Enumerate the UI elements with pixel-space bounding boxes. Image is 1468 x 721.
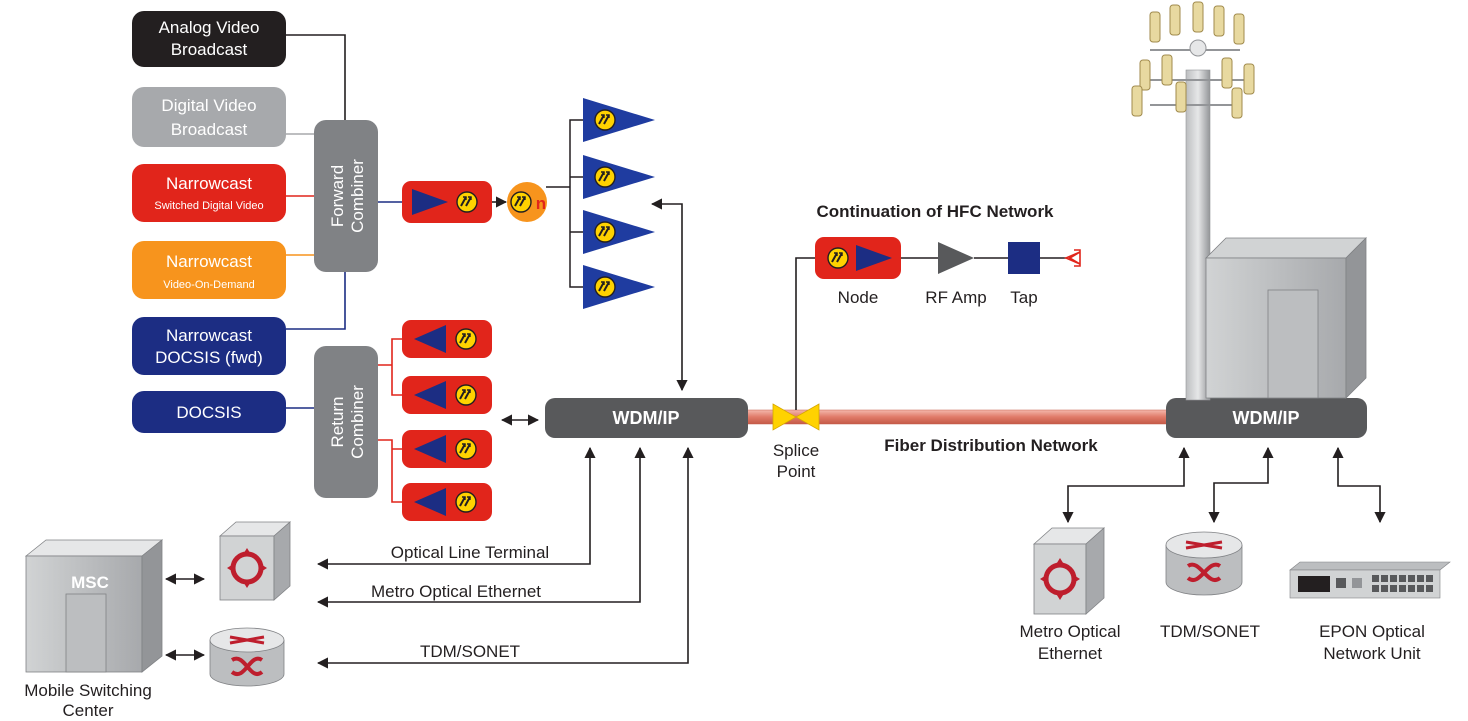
splice-label-line1: Splice: [773, 441, 819, 460]
wdm-right-label: WDM/IP: [1233, 408, 1300, 428]
splitter-mark: n: [536, 194, 546, 213]
analog-line2: Broadcast: [171, 40, 248, 59]
shelter-building-icon: [1205, 237, 1367, 399]
rf-amp-label: RF Amp: [925, 288, 986, 307]
cell-tower-icon: [1131, 1, 1255, 401]
fiber-distribution-label: Fiber Distribution Network: [884, 436, 1098, 455]
tdm-device-line1: TDM/SONET: [1160, 622, 1260, 641]
optical-splitter-icon: n: [507, 182, 547, 222]
wdm-ip-left: WDM/IP: [545, 398, 748, 438]
digital-video-broadcast-box: Digital Video Broadcast: [132, 87, 286, 147]
tdm-router-icon: [209, 627, 285, 687]
digital-line1: Digital Video: [161, 96, 256, 115]
olt-label: Optical Line Terminal: [391, 543, 549, 562]
wdm-ip-right: WDM/IP: [1166, 398, 1367, 438]
splice-point-icon: [772, 403, 820, 431]
narrowcast-docsis-box: Narrowcast DOCSIS (fwd): [132, 317, 286, 375]
return-tx-icon-2: [402, 376, 492, 414]
return-tx-icon-3: [402, 430, 492, 468]
node-icon: [815, 237, 901, 279]
return-combiner: Return Combiner: [314, 346, 378, 498]
return-combiner-line1: Return: [328, 396, 347, 447]
drop-end-icon: [1063, 249, 1081, 267]
hfc-title: Continuation of HFC Network: [816, 202, 1054, 221]
tdm-label: TDM/SONET: [420, 642, 520, 661]
metro-ethernet-router-icon: [1032, 527, 1106, 615]
narrowcast-vod-box: Narrowcast Video-On-Demand: [132, 241, 286, 299]
return-tree: [378, 338, 402, 503]
receiver-icon-4: [583, 265, 655, 309]
forward-combiner: Forward Combiner: [314, 120, 378, 272]
splice-label-line2: Point: [777, 462, 816, 481]
return-combiner-line2: Combiner: [348, 385, 367, 459]
receiver-icon-2: [583, 155, 655, 199]
msc-caption-line2: Center: [62, 701, 113, 720]
node-label: Node: [838, 288, 879, 307]
epon-device-line2: Network Unit: [1323, 644, 1421, 663]
splitter-tree: [546, 119, 583, 288]
hfc-drop-line: [795, 257, 815, 410]
metro-device-line2: Ethernet: [1038, 644, 1103, 663]
epon-onu-icon: [1289, 561, 1451, 599]
forward-transmitter-icon: [402, 181, 492, 223]
return-tx-icon-1: [402, 320, 492, 358]
return-tx-icon-4: [402, 483, 492, 521]
forward-combiner-line2: Combiner: [348, 159, 367, 233]
analog-line1: Analog Video: [159, 18, 260, 37]
docsis-line1: DOCSIS: [176, 403, 241, 422]
ndocsis-line1: Narrowcast: [166, 326, 252, 345]
forward-receivers: [583, 98, 655, 309]
forward-combiner-line1: Forward: [328, 165, 347, 227]
bidirectional-arrows: [500, 198, 688, 426]
wdm-left-link-arrows: [164, 446, 694, 669]
narrowcast-sdv-box: Narrowcast Switched Digital Video: [132, 164, 286, 222]
tdm-sonet-router-icon: [1165, 531, 1243, 596]
tap-icon: [1008, 242, 1040, 274]
connector-lines: [286, 34, 346, 120]
vod-line2: Video-On-Demand: [163, 279, 255, 291]
olt-router-icon: [218, 521, 292, 601]
epon-device-line1: EPON Optical: [1319, 622, 1425, 641]
metro-label: Metro Optical Ethernet: [371, 582, 541, 601]
docsis-box: DOCSIS: [132, 391, 286, 433]
sdv-line1: Narrowcast: [166, 174, 252, 193]
sdv-line2: Switched Digital Video: [154, 200, 263, 212]
vod-line1: Narrowcast: [166, 252, 252, 271]
rf-amp-icon: [938, 242, 974, 274]
analog-video-broadcast-box: Analog Video Broadcast: [132, 11, 286, 67]
msc-building-icon: MSC: [24, 539, 164, 673]
wdm-left-label: WDM/IP: [613, 408, 680, 428]
metro-device-line1: Metro Optical: [1019, 622, 1120, 641]
wdm-right-link-arrows: [1062, 446, 1386, 524]
colored-connector-lines: [286, 133, 402, 409]
digital-line2: Broadcast: [171, 120, 248, 139]
tap-label: Tap: [1010, 288, 1037, 307]
ndocsis-line2: DOCSIS (fwd): [155, 348, 263, 367]
return-transmitters: [402, 320, 492, 521]
msc-label: MSC: [71, 573, 109, 592]
msc-caption-line1: Mobile Switching: [24, 681, 152, 700]
receiver-icon-3: [583, 210, 655, 254]
receiver-icon-1: [583, 98, 655, 142]
